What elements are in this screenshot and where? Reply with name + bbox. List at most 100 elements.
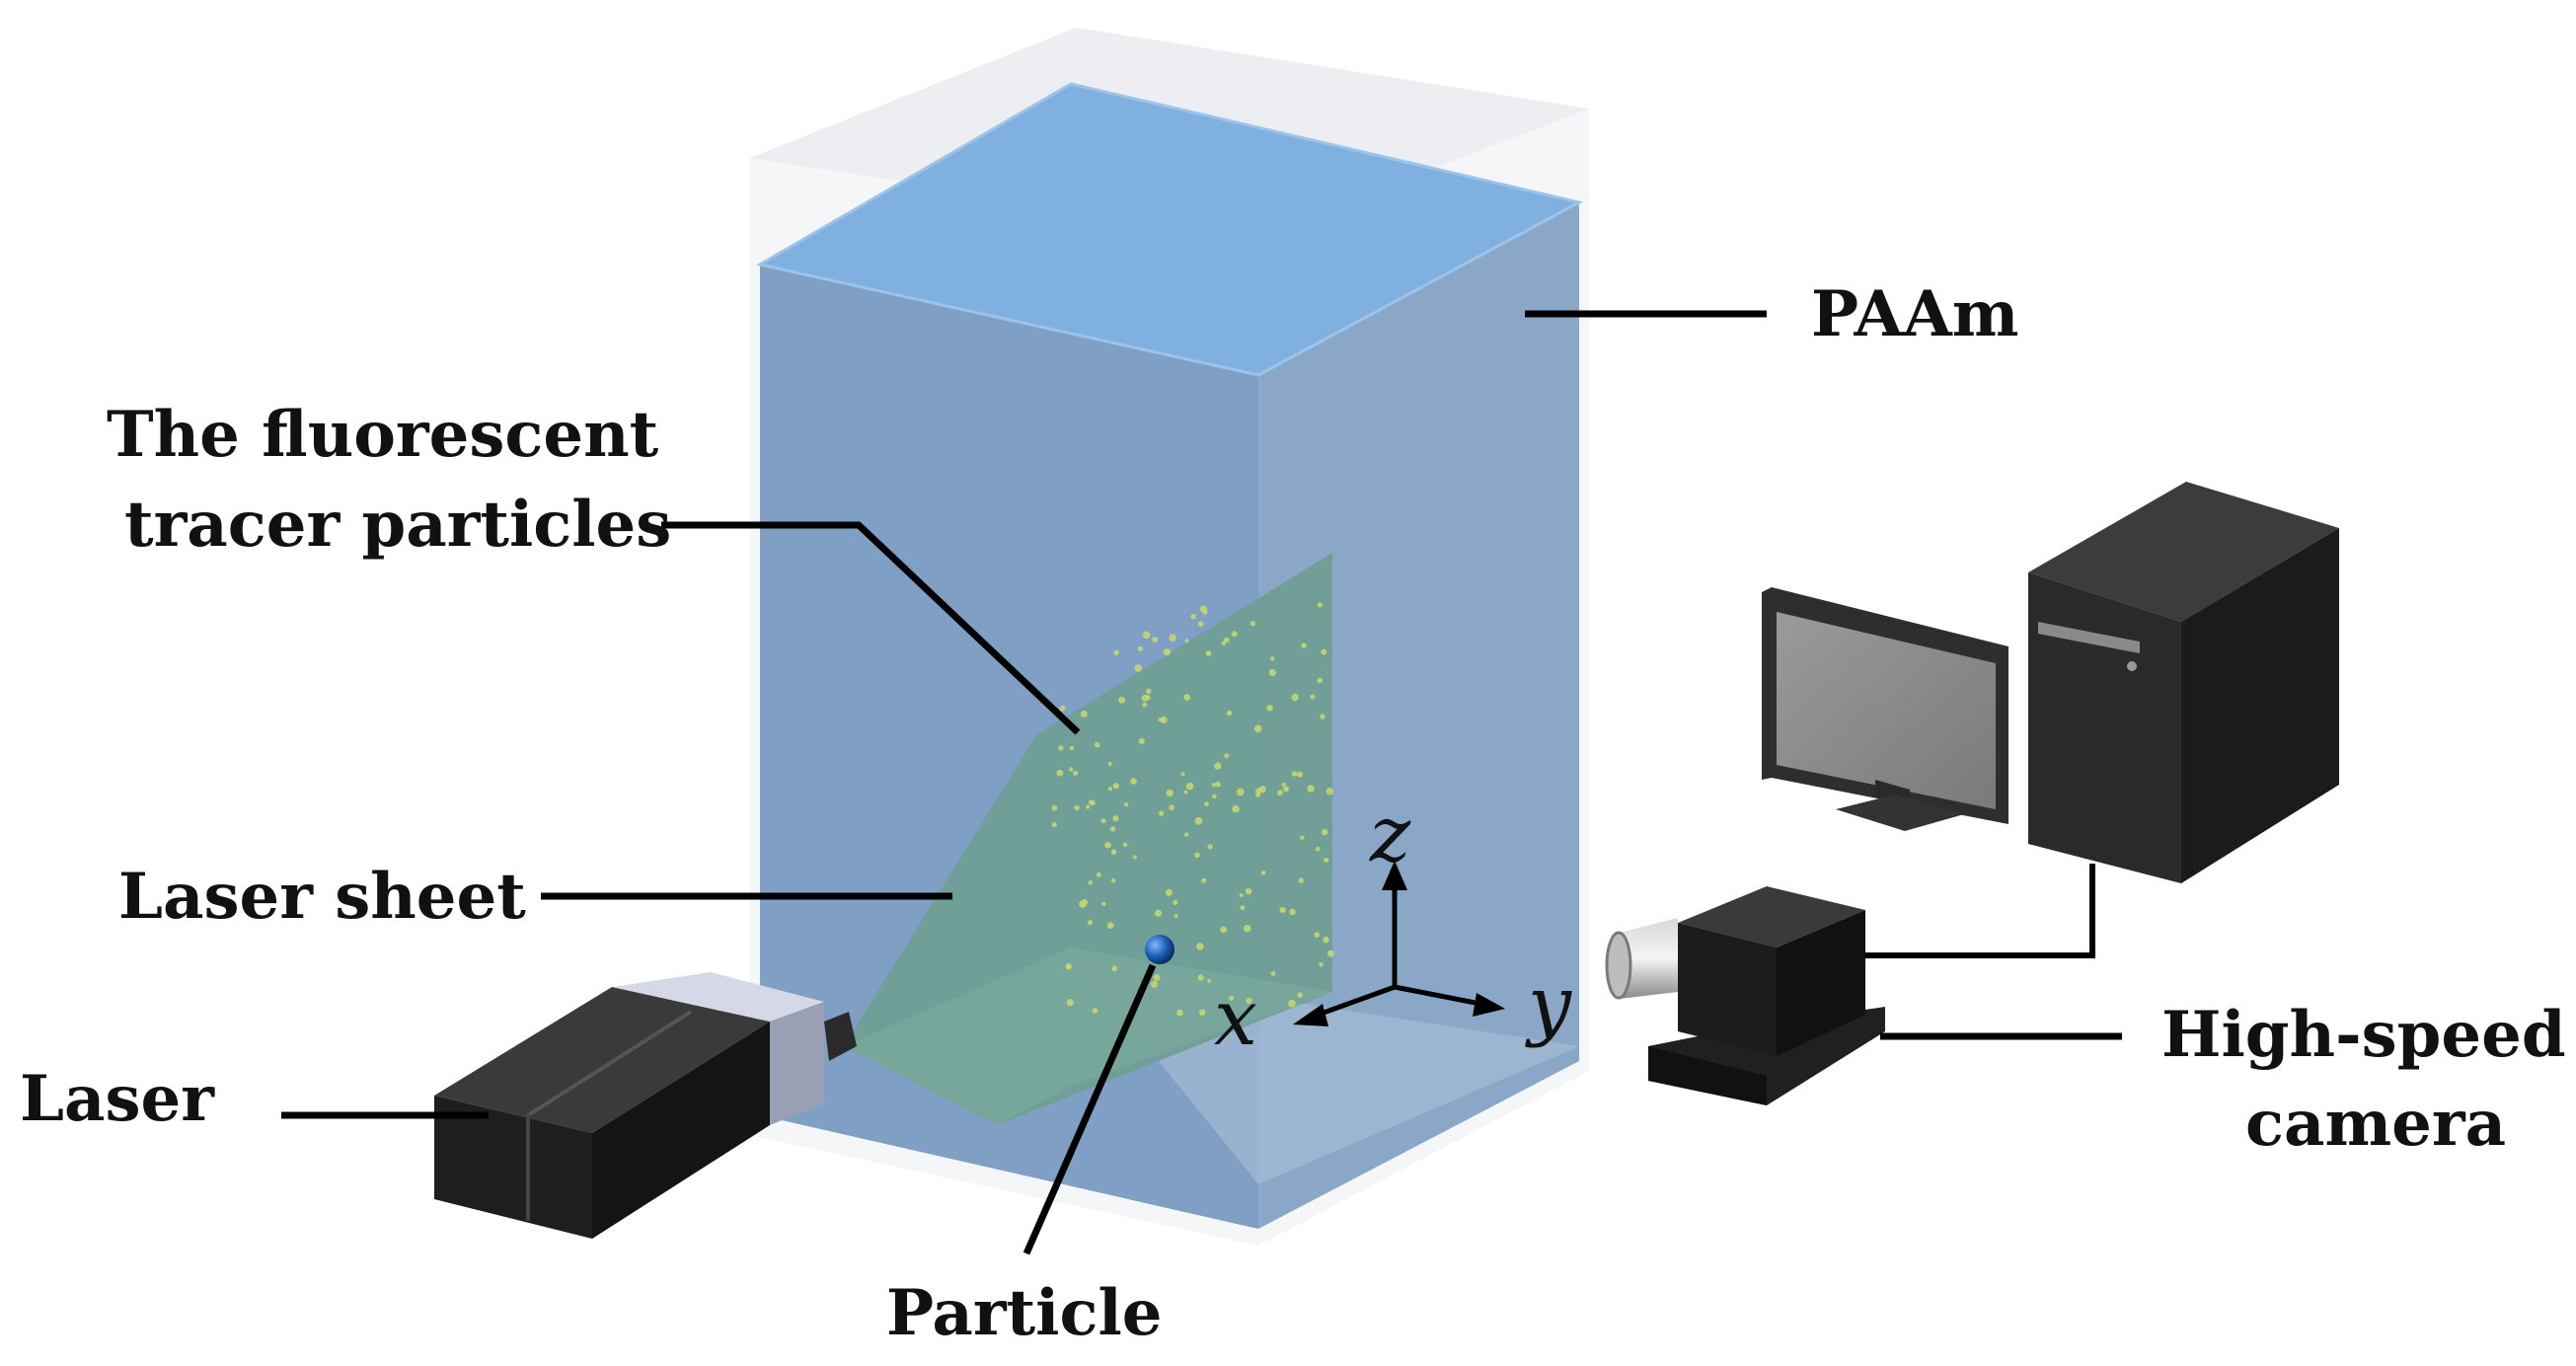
tracer-dot [1137, 645, 1144, 651]
tracer-dot [1260, 870, 1266, 875]
tracer-dot [1107, 787, 1113, 792]
tracer-dot [1270, 970, 1276, 976]
tracer-dot [1317, 602, 1324, 608]
tracer-dot [1051, 821, 1057, 828]
tracer-dot [1132, 855, 1137, 860]
tracer-dot [1056, 769, 1064, 777]
tracer-dot [1197, 974, 1204, 981]
tracer-dot [1326, 787, 1334, 796]
tracer-dot [1229, 995, 1235, 1001]
tracer-dot [1276, 790, 1283, 797]
tracer-dot [1314, 932, 1321, 938]
tracer-dot [1239, 893, 1244, 897]
tracer-dot [1281, 782, 1286, 788]
tracer-dot [1185, 782, 1194, 791]
tracer-dot [1101, 901, 1106, 906]
tracer-dot [1118, 696, 1126, 704]
tracer-dot [1153, 974, 1161, 981]
leader-lines [281, 310, 2122, 1255]
tracer-dot [1169, 634, 1176, 642]
gel-top-face [760, 84, 1579, 375]
tracer-dot [1104, 842, 1111, 849]
tracer-dot [1289, 908, 1296, 916]
computer-tower [2028, 482, 2339, 883]
tracer-dot [1176, 1009, 1183, 1017]
tracer-dot [1215, 781, 1221, 788]
label-laser-sheet: Laser sheet [118, 860, 526, 934]
tracer-dot [1214, 762, 1222, 770]
tracer-dot [1138, 737, 1145, 745]
tracer-dot [1163, 647, 1172, 656]
tracer-dot [1315, 846, 1321, 852]
tracer-dot [1194, 852, 1200, 859]
tracer-dot [1092, 1008, 1099, 1014]
tracer-dot [1112, 815, 1119, 822]
label-camera-line2: camera [2245, 1087, 2506, 1161]
tracer-dot [1122, 842, 1128, 848]
tracer-dot [1080, 711, 1088, 718]
tracer-dot [1297, 992, 1303, 998]
tracer-dot [1110, 849, 1117, 855]
tracer-dot [1266, 705, 1273, 712]
label-paam: PAAm [1811, 277, 2019, 351]
tracer-dot [1196, 943, 1204, 950]
tracer-dot [1088, 880, 1093, 885]
tracer-dot [1151, 980, 1159, 988]
tracer-dot [1107, 761, 1112, 766]
tracer-dot [1106, 922, 1114, 929]
tracer-dot [1066, 999, 1074, 1007]
tracer-dot [1323, 936, 1329, 944]
tracer-dot [1058, 745, 1064, 751]
tracer-dot [1270, 656, 1275, 661]
tracer-dot [1158, 810, 1165, 816]
tracer-dot [1232, 804, 1240, 813]
tracer-dot [1320, 714, 1326, 720]
tracer-dot [1205, 650, 1212, 656]
coordinate-axes: z x y [1214, 791, 1572, 1063]
tracer-dot [1069, 745, 1075, 751]
tracer-dot [1224, 753, 1230, 759]
tracer-dot [1141, 694, 1149, 702]
tracer-dot [1152, 637, 1159, 643]
tracer-dot [1240, 905, 1246, 911]
x-axis-label: x [1214, 974, 1257, 1063]
tracer-dot [1165, 888, 1173, 896]
tracer-dot [1223, 637, 1230, 644]
tracer-dot [1096, 872, 1101, 877]
gel-side-face [1258, 202, 1579, 1229]
tracer-dot [1160, 716, 1168, 724]
tracer-dot [1166, 789, 1174, 797]
tracer-dot [1327, 949, 1334, 957]
tracer-dot [1066, 964, 1071, 970]
tracer-dot [1068, 767, 1074, 772]
tracer-dot [1207, 978, 1212, 983]
tracer-dot [1246, 997, 1252, 1005]
tracer-dot [1180, 772, 1185, 777]
tracer-dot [1207, 844, 1213, 850]
tracer-dot [1109, 826, 1116, 832]
tracer-dot [1301, 643, 1307, 648]
tracer-dot [1173, 899, 1178, 906]
tracer-dot [1307, 785, 1315, 793]
tracer-dot [1183, 694, 1190, 701]
tracer-dot [1184, 639, 1189, 644]
tracer-dot [1268, 668, 1276, 677]
tracer-dot [1130, 778, 1137, 785]
tracer-dot [1321, 828, 1328, 836]
label-laser: Laser [20, 1062, 215, 1136]
tracer-dot [1059, 705, 1066, 712]
tracer-dot [1100, 818, 1106, 824]
tracer-dot [1296, 771, 1303, 778]
tracer-dot [1199, 605, 1207, 613]
tracer-dot [1112, 783, 1119, 790]
tracer-dot [1111, 965, 1118, 972]
tracer-dot [1201, 877, 1207, 883]
tracer-dot [1154, 909, 1163, 917]
tracer-dot [1088, 799, 1094, 805]
particle-ball [1145, 935, 1174, 964]
tracer-dot [1197, 621, 1204, 627]
tracer-dot [1051, 804, 1058, 811]
tracer-dot [1073, 770, 1079, 776]
tracer-dot [1253, 724, 1262, 733]
